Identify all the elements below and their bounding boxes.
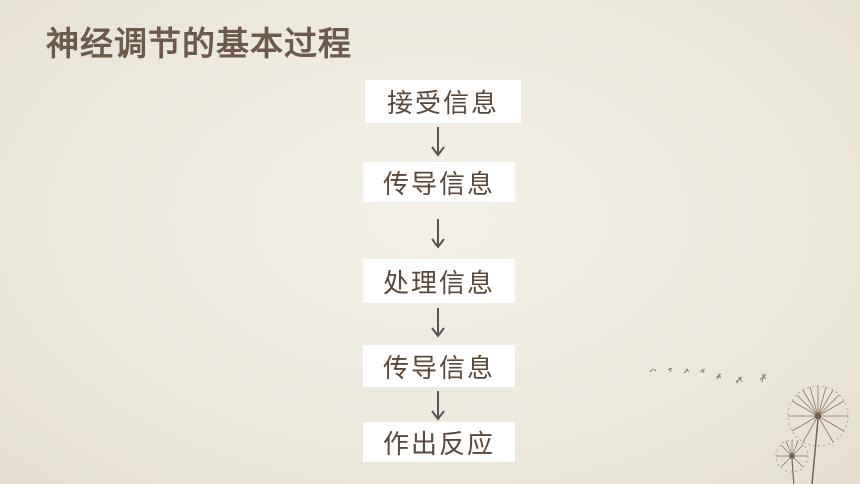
step-transmit-info-1: 传导信息 (363, 162, 515, 202)
step-respond: 作出反应 (363, 422, 515, 462)
dandelion-decoration-icon (649, 367, 849, 484)
arrow-down-icon (431, 308, 445, 338)
step-receive-info: 接受信息 (365, 80, 521, 123)
arrow-down-icon (431, 127, 445, 157)
arrow-down-icon (431, 219, 445, 249)
slide-title: 神经调节的基本过程 (46, 24, 352, 63)
step-process-info: 处理信息 (363, 259, 515, 303)
step-transmit-info-2: 传导信息 (363, 345, 515, 387)
arrow-down-icon (431, 391, 445, 421)
